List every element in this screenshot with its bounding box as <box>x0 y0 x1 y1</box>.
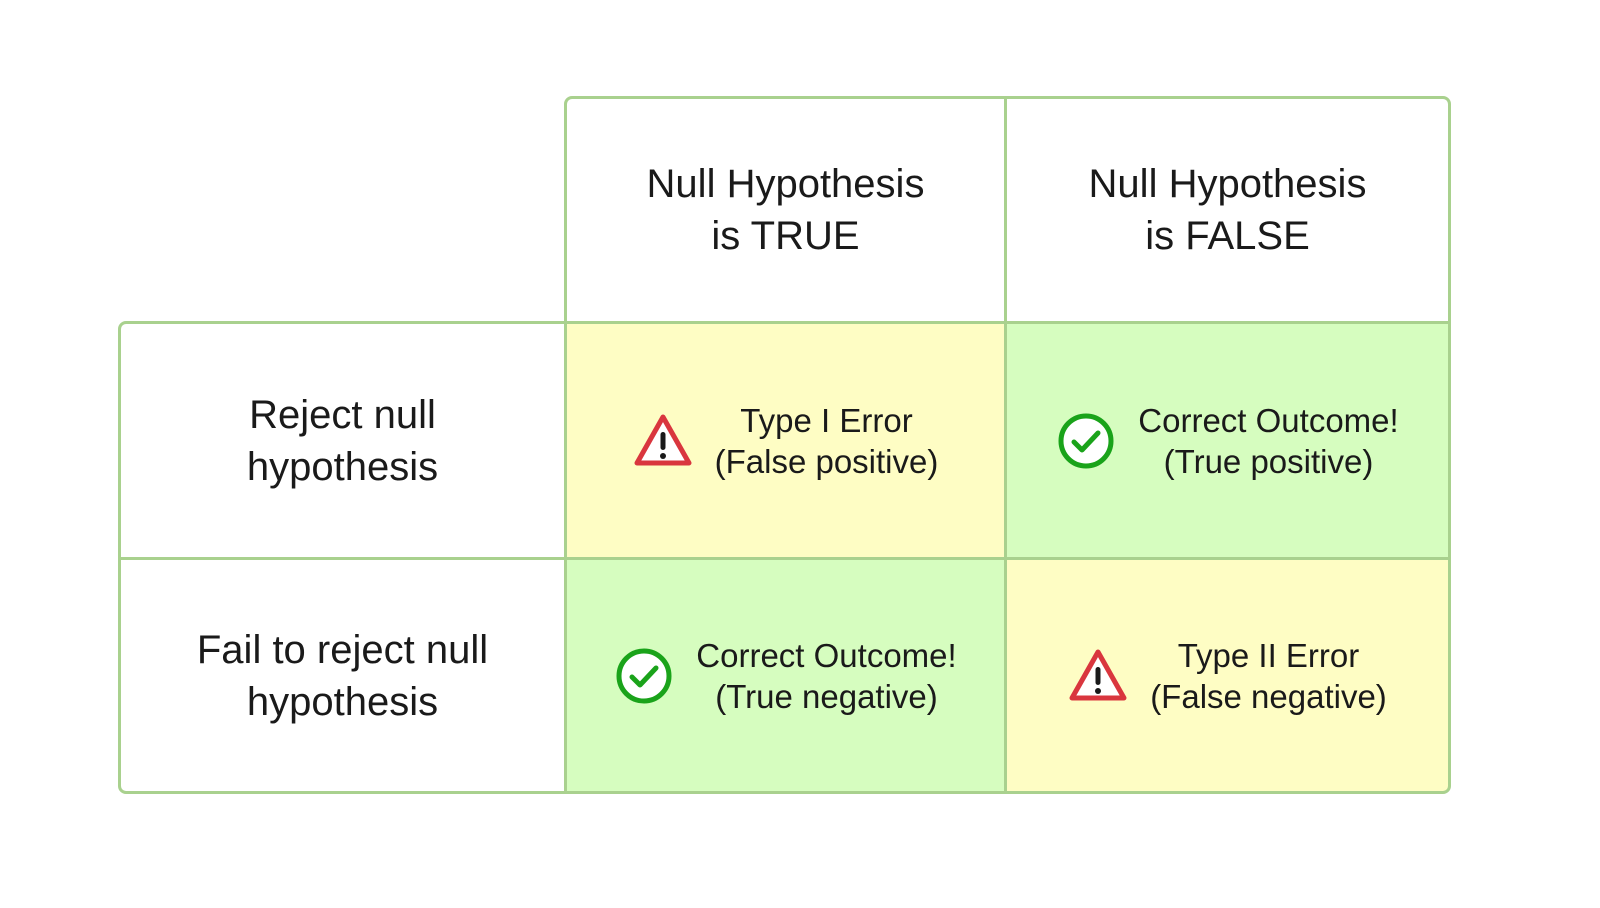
outcome-title: Correct Outcome! <box>696 636 957 674</box>
cell-type-i-error: Type I Error (False positive) <box>564 321 1007 560</box>
column-header-null-true: Null Hypothesis is TRUE <box>564 96 1007 324</box>
outcome-subtitle: (False positive) <box>714 442 939 480</box>
cell-type-ii-error: Type II Error (False negative) <box>1004 557 1451 794</box>
column-header-null-false: Null Hypothesis is FALSE <box>1004 96 1451 324</box>
outcome-subtitle: (True positive) <box>1163 442 1374 480</box>
cell-true-negative: Correct Outcome! (True negative) <box>564 557 1007 794</box>
check-circle-icon <box>1056 411 1116 471</box>
row-label-fail-to-reject: Fail to reject null hypothesis <box>118 557 567 794</box>
warning-icon <box>1068 646 1128 706</box>
outcome-title: Type I Error <box>740 401 913 439</box>
row-label-line1: Fail to reject null <box>196 627 489 672</box>
outcome-title: Type II Error <box>1177 636 1360 674</box>
row-label-line1: Reject null <box>249 392 436 437</box>
outcome-subtitle: (True negative) <box>715 677 938 715</box>
column-header-line1: Null Hypothesis <box>646 162 925 206</box>
column-header-line2: is FALSE <box>1145 214 1310 258</box>
row-label-line2: hypothesis <box>246 679 439 724</box>
row-label-reject: Reject null hypothesis <box>118 321 567 560</box>
check-circle-icon <box>614 646 674 706</box>
outcome-title: Correct Outcome! <box>1138 401 1399 439</box>
outcome-subtitle: (False negative) <box>1150 677 1387 715</box>
cell-true-positive: Correct Outcome! (True positive) <box>1004 321 1451 560</box>
column-header-line1: Null Hypothesis <box>1088 162 1367 206</box>
warning-icon <box>633 411 693 471</box>
row-label-line2: hypothesis <box>246 444 439 489</box>
column-header-line2: is TRUE <box>711 214 860 258</box>
